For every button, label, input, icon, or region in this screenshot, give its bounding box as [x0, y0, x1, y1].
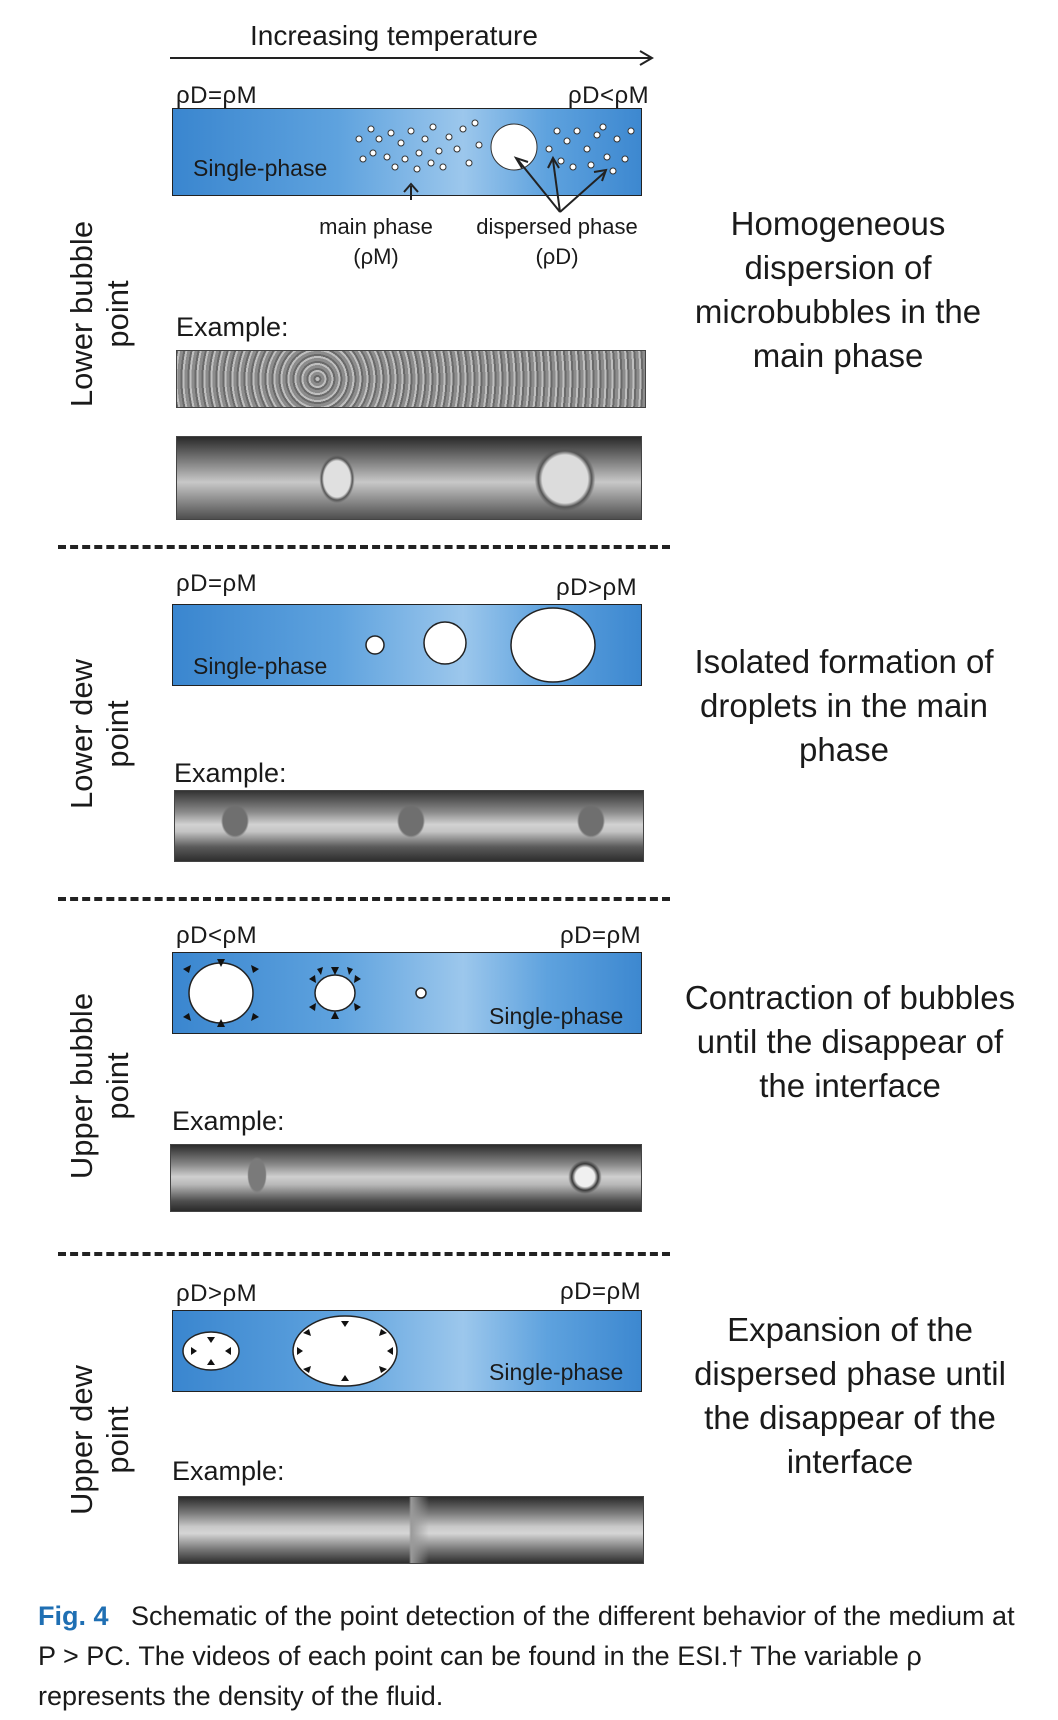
- example-photo-expansion: [178, 1496, 644, 1564]
- expanding-droplets: [182, 1315, 398, 1387]
- annotation-arrows: [403, 155, 608, 213]
- temperature-arrow: [170, 50, 654, 66]
- description-upper-bubble: Contraction of bubbles until the disappe…: [684, 979, 1016, 1104]
- panel-title-upper-dew: Upper dew point: [64, 1340, 136, 1540]
- description-lower-bubble: Homogeneous dispersion of microbubbles i…: [694, 205, 982, 374]
- panel-divider: [58, 897, 670, 901]
- panel-title-line1: Upper bubble: [64, 992, 99, 1180]
- panel-title-line2: point: [100, 700, 135, 768]
- temperature-axis-label: Increasing temperature: [250, 20, 538, 51]
- rho-left: ρD=ρM: [176, 82, 258, 109]
- panel-title-line1: Upper dew: [64, 1365, 99, 1515]
- dispersed-phase-annotation: dispersed phase (ρD): [462, 212, 652, 272]
- main-phase-label: main phase: [319, 214, 433, 239]
- single-phase-label: Single-phase: [193, 155, 328, 181]
- example-photo-microbubbles: [176, 350, 646, 408]
- rho-left: ρD=ρM: [176, 570, 258, 597]
- rho-right: ρD=ρM: [560, 1278, 642, 1305]
- single-phase-label: Single-phase: [489, 1003, 624, 1029]
- schematic-tube-upper-dew: Single-phase: [172, 1310, 642, 1392]
- microbubbles: [355, 119, 635, 175]
- example-label: Example:: [172, 1456, 285, 1486]
- main-phase-symbol: (ρM): [353, 244, 399, 269]
- droplets: [365, 607, 596, 683]
- single-phase-label: Single-phase: [193, 653, 328, 679]
- schematic-tube-lower-dew: Single-phase: [172, 604, 642, 686]
- example-label: Example:: [174, 758, 287, 788]
- example-label: Example:: [172, 1106, 285, 1136]
- rho-right: ρD<ρM: [568, 82, 650, 109]
- description-upper-dew: Expansion of the dispersed phase until t…: [694, 1311, 1006, 1480]
- dispersed-phase-symbol: (ρD): [535, 244, 579, 269]
- rho-left: ρD<ρM: [176, 922, 258, 949]
- panel-title-upper-bubble: Upper bubble point: [64, 974, 136, 1198]
- description-lower-dew: Isolated formation of droplets in the ma…: [694, 643, 994, 768]
- panel-divider: [58, 1252, 670, 1256]
- caption-label: Fig. 4: [38, 1601, 109, 1631]
- caption-text: Schematic of the point detection of the …: [38, 1601, 1015, 1711]
- example-label: Example:: [176, 312, 289, 342]
- rho-right: ρD=ρM: [560, 922, 642, 949]
- panel-title-line1: Lower dew: [64, 659, 99, 809]
- rho-left: ρD>ρM: [176, 1280, 258, 1307]
- single-phase-label: Single-phase: [489, 1359, 624, 1385]
- example-photo-droplets: [174, 790, 644, 862]
- panel-title-line2: point: [100, 1406, 135, 1474]
- dispersed-phase-label: dispersed phase: [476, 214, 638, 239]
- figure-caption: Fig. 4 Schematic of the point detection …: [38, 1596, 1028, 1716]
- panel-title-lower-dew: Lower dew point: [64, 634, 136, 834]
- panel-title-line2: point: [100, 1052, 135, 1120]
- example-photo-contraction: [170, 1144, 642, 1212]
- schematic-tube-upper-bubble: Single-phase: [172, 952, 642, 1034]
- rho-right: ρD>ρM: [556, 574, 638, 601]
- contracting-bubbles: [183, 959, 427, 1027]
- main-phase-annotation: main phase (ρM): [296, 212, 456, 272]
- schematic-tube-lower-bubble: Single-phase: [172, 108, 642, 196]
- example-photo-bubbles: [176, 436, 642, 520]
- panel-divider: [58, 545, 670, 549]
